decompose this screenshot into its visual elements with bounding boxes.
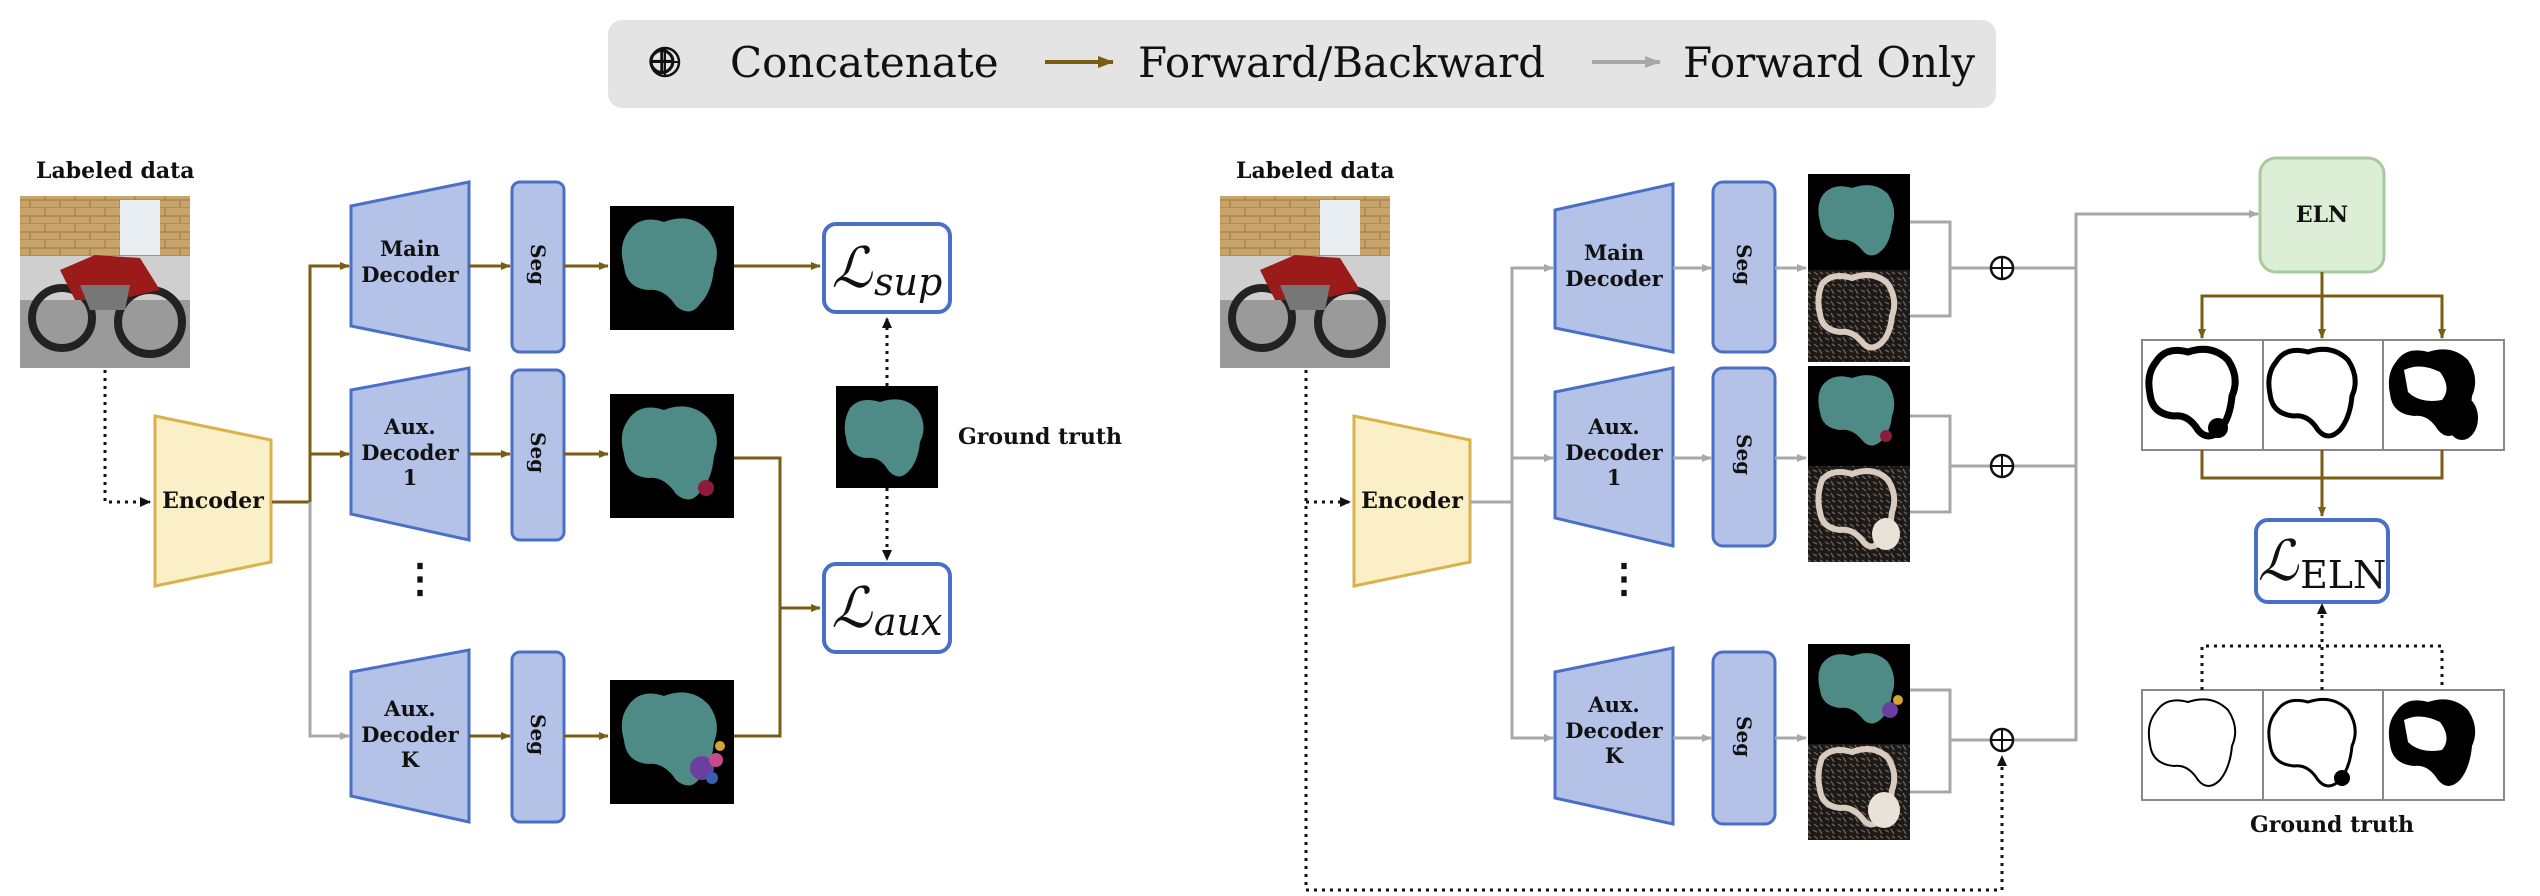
input-image-left bbox=[20, 196, 190, 368]
eln-prediction-maps bbox=[2141, 339, 2505, 451]
seg-output-aux1-right bbox=[1808, 366, 1910, 562]
ground-truth-maps-right bbox=[2141, 689, 2505, 801]
ground-truth-label-right: Ground truth bbox=[2250, 812, 2414, 838]
ellipsis-right: ⋮ bbox=[1604, 555, 1644, 602]
seg-output-auxk-right bbox=[1808, 644, 1910, 840]
input-image-right bbox=[1220, 196, 1390, 368]
legend bbox=[608, 20, 1996, 108]
main-decoder-shape-right bbox=[1553, 182, 1675, 354]
legend-fo-label: Forward Only bbox=[1683, 38, 1976, 87]
seg-output-aux1-left bbox=[610, 394, 734, 518]
aux-decoder-1-label-left: Aux. Decoder 1 bbox=[361, 414, 459, 491]
ground-truth-label-left: Ground truth bbox=[958, 424, 1122, 450]
encoder-label-right: Encoder bbox=[1361, 488, 1463, 514]
labeled-data-label-left: Labeled data bbox=[36, 158, 195, 184]
encoder-label-left: Encoder bbox=[162, 488, 264, 514]
main-decoder-shape-left bbox=[349, 180, 471, 352]
dotted-input-arrow-left bbox=[103, 370, 151, 507]
aux-decoder-k-shape-right bbox=[1553, 646, 1675, 826]
aux-decoder-1-shape-left bbox=[349, 366, 471, 542]
seg-output-main-right bbox=[1808, 174, 1910, 362]
aux-decoder-1-shape-right bbox=[1553, 366, 1675, 548]
eln-label: ELN bbox=[2295, 202, 2349, 228]
seg-label-auxk-left: Seg bbox=[526, 714, 550, 756]
labeled-data-label-right: Labeled data bbox=[1236, 158, 1395, 184]
aux-decoder-k-shape-left bbox=[349, 648, 471, 824]
main-decoder-label-left: Main Decoder bbox=[361, 236, 459, 287]
dotted-bottom-loop-right bbox=[1304, 370, 2007, 892]
legend-fb-label: Forward/Backward bbox=[1138, 38, 1546, 87]
aux-decoder-k-label-left: Aux. Decoder K bbox=[361, 696, 459, 773]
legend-concat-label: Concatenate bbox=[730, 38, 999, 87]
ground-truth-image-left bbox=[836, 386, 938, 488]
aux-decoder-k-label-right: Aux. Decoder K bbox=[1565, 692, 1663, 769]
main-decoder-label-right: Main Decoder bbox=[1565, 240, 1663, 291]
seg-output-auxk-left bbox=[610, 680, 734, 804]
seg-output-main-left bbox=[610, 206, 734, 330]
seg-label-aux1-right: Seg bbox=[1732, 434, 1756, 476]
encoder-shape-right bbox=[1352, 414, 1472, 588]
aux-decoder-1-label-right: Aux. Decoder 1 bbox=[1565, 414, 1663, 491]
seg-label-main-right: Seg bbox=[1732, 244, 1756, 286]
seg-label-auxk-right: Seg bbox=[1732, 716, 1756, 758]
ellipsis-left: ⋮ bbox=[400, 555, 440, 602]
seg-label-aux1-left: Seg bbox=[526, 432, 550, 474]
seg-label-main-left: Seg bbox=[526, 244, 550, 286]
encoder-shape-left bbox=[153, 414, 273, 588]
forward-only-arrow-left bbox=[308, 502, 350, 740]
